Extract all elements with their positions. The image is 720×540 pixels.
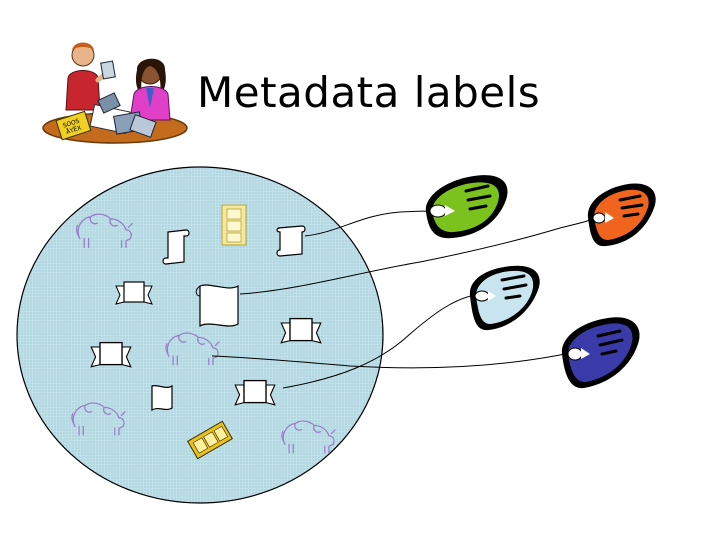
svg-text:ÅYËX: ÅYËX bbox=[65, 124, 82, 136]
blue-tag bbox=[561, 317, 640, 389]
scroll-icon bbox=[195, 284, 239, 328]
scroll-icon bbox=[151, 384, 173, 412]
connector-lines bbox=[211, 210, 597, 389]
scroll-icon bbox=[276, 225, 306, 257]
ticket-icon bbox=[186, 420, 234, 460]
scroll-icon bbox=[162, 229, 190, 265]
svg-text:SOOS: SOOS bbox=[62, 118, 81, 130]
slide-title: Metadata labels bbox=[197, 68, 541, 117]
orange-tag bbox=[587, 183, 656, 247]
people-clipart-icon: SOOS ÅYËX bbox=[42, 42, 188, 144]
green-tag bbox=[425, 175, 508, 239]
lightblue-tag bbox=[469, 265, 540, 331]
film-icon bbox=[221, 204, 247, 246]
